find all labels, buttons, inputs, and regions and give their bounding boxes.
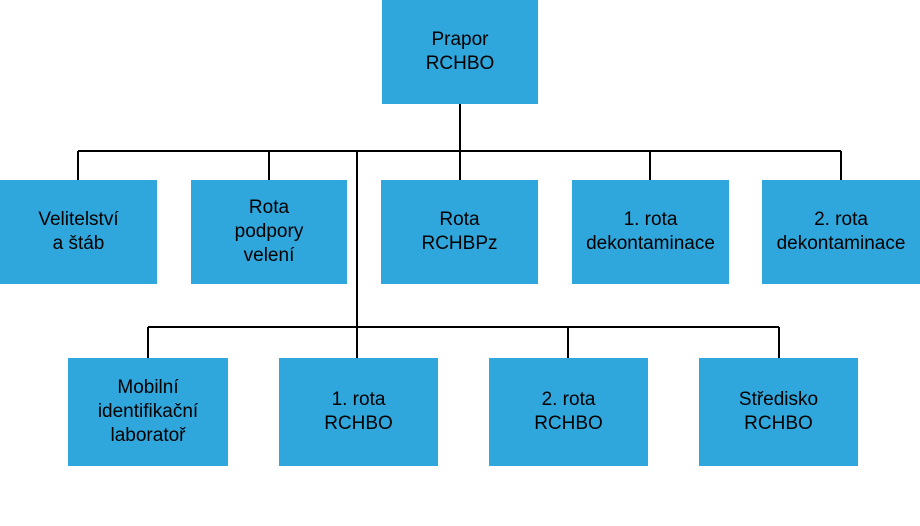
node-velitelstvi-a-stab: Velitelství a štáb [0,180,157,284]
node-1-rota-dekontaminace: 1. rota dekontaminace [572,180,729,284]
node-stredisko-rchbo: Středisko RCHBO [699,358,858,466]
node-rota-podpory-veleni: Rota podpory velení [191,180,347,284]
node-prapor-rchbo: Prapor RCHBO [382,0,538,104]
node-mobilni-identifikacni-laborator: Mobilní identifikační laboratoř [68,358,228,466]
node-2-rota-dekontaminace: 2. rota dekontaminace [762,180,920,284]
node-2-rota-rchbo: 2. rota RCHBO [489,358,648,466]
node-rota-rchbpz: Rota RCHBPz [381,180,538,284]
node-1-rota-rchbo: 1. rota RCHBO [279,358,438,466]
